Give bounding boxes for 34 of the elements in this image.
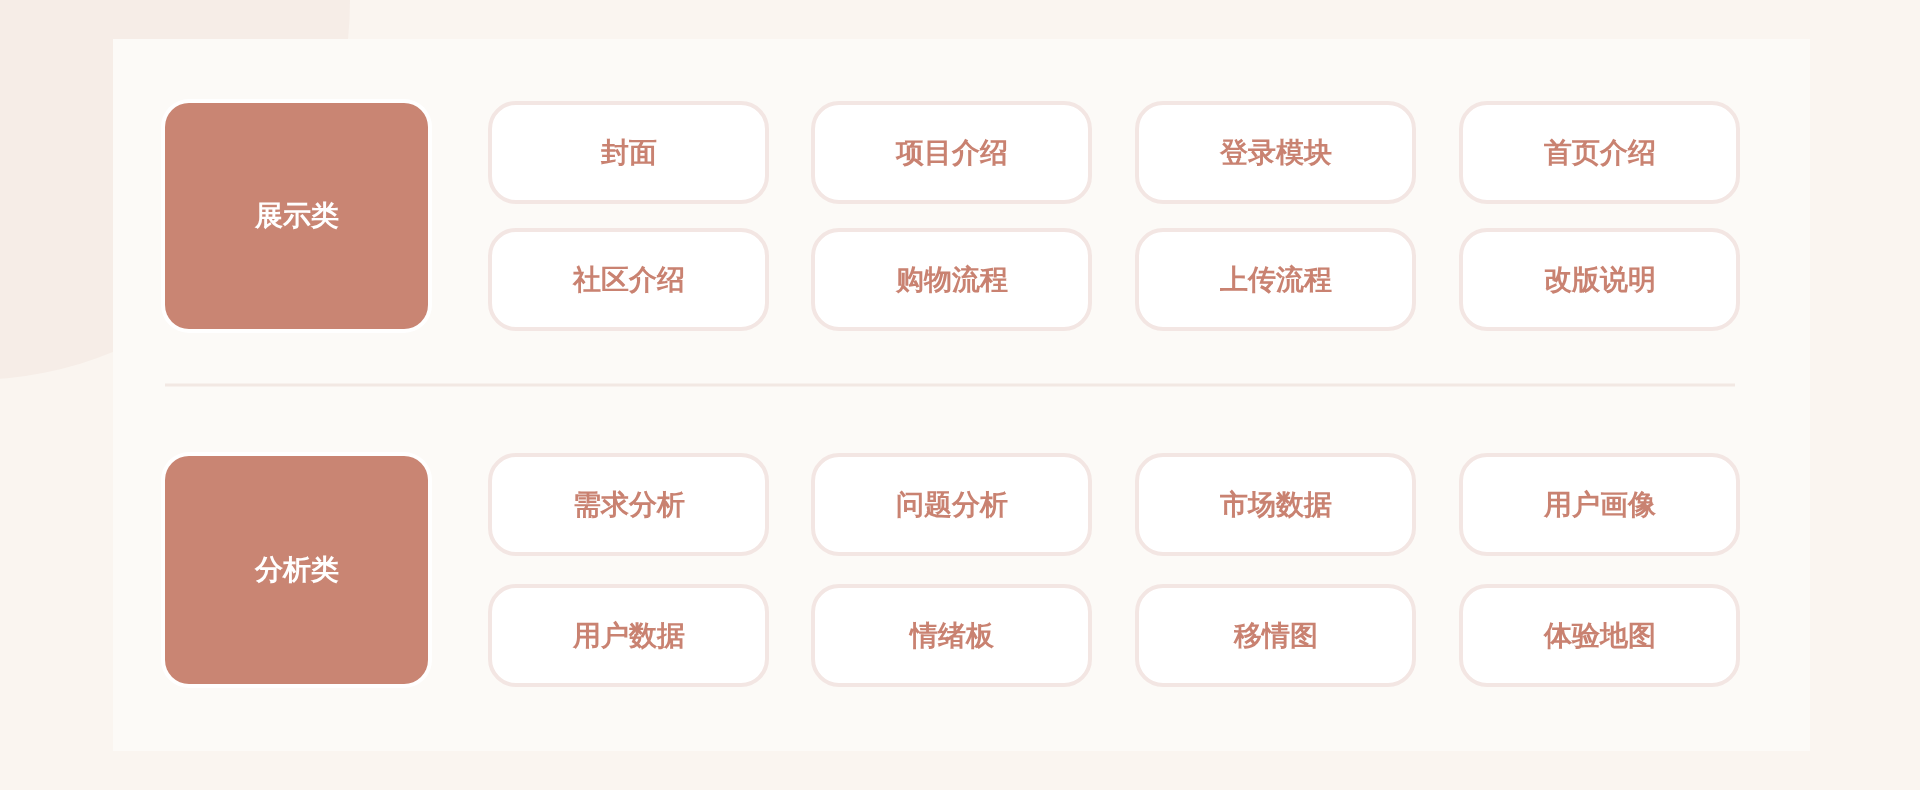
item-box <box>488 228 769 331</box>
item-label: 体验地图 <box>1543 618 1656 653</box>
item-label: 用户画像 <box>1543 487 1656 522</box>
item-box <box>1135 453 1416 556</box>
item-label: 上传流程 <box>1219 262 1332 297</box>
item-box <box>811 453 1092 556</box>
category-title: 展示类 <box>254 199 339 233</box>
item-label: 用户数据 <box>572 618 685 653</box>
item-box <box>1459 101 1740 204</box>
item-label: 问题分析 <box>895 487 1008 522</box>
item-box <box>1459 228 1740 331</box>
item-label: 社区介绍 <box>572 262 685 297</box>
item-label: 市场数据 <box>1219 487 1332 522</box>
item-box <box>811 228 1092 331</box>
item-label: 移情图 <box>1233 618 1318 653</box>
item-box <box>1459 453 1740 556</box>
item-label: 首页介绍 <box>1543 135 1656 170</box>
item-label: 改版说明 <box>1543 262 1656 297</box>
item-box <box>1135 584 1416 687</box>
item-label: 需求分析 <box>572 487 685 522</box>
item-box <box>1135 228 1416 331</box>
item-box <box>811 101 1092 204</box>
category-title: 分析类 <box>254 553 339 587</box>
item-box <box>488 584 769 687</box>
item-label: 购物流程 <box>895 262 1008 297</box>
item-box <box>1135 101 1416 204</box>
item-label: 情绪板 <box>909 618 994 653</box>
item-label: 封面 <box>600 135 657 170</box>
item-box <box>488 453 769 556</box>
item-label: 登录模块 <box>1219 135 1332 170</box>
item-box <box>811 584 1092 687</box>
item-label: 项目介绍 <box>895 135 1008 170</box>
item-box <box>1459 584 1740 687</box>
item-box <box>488 101 769 204</box>
